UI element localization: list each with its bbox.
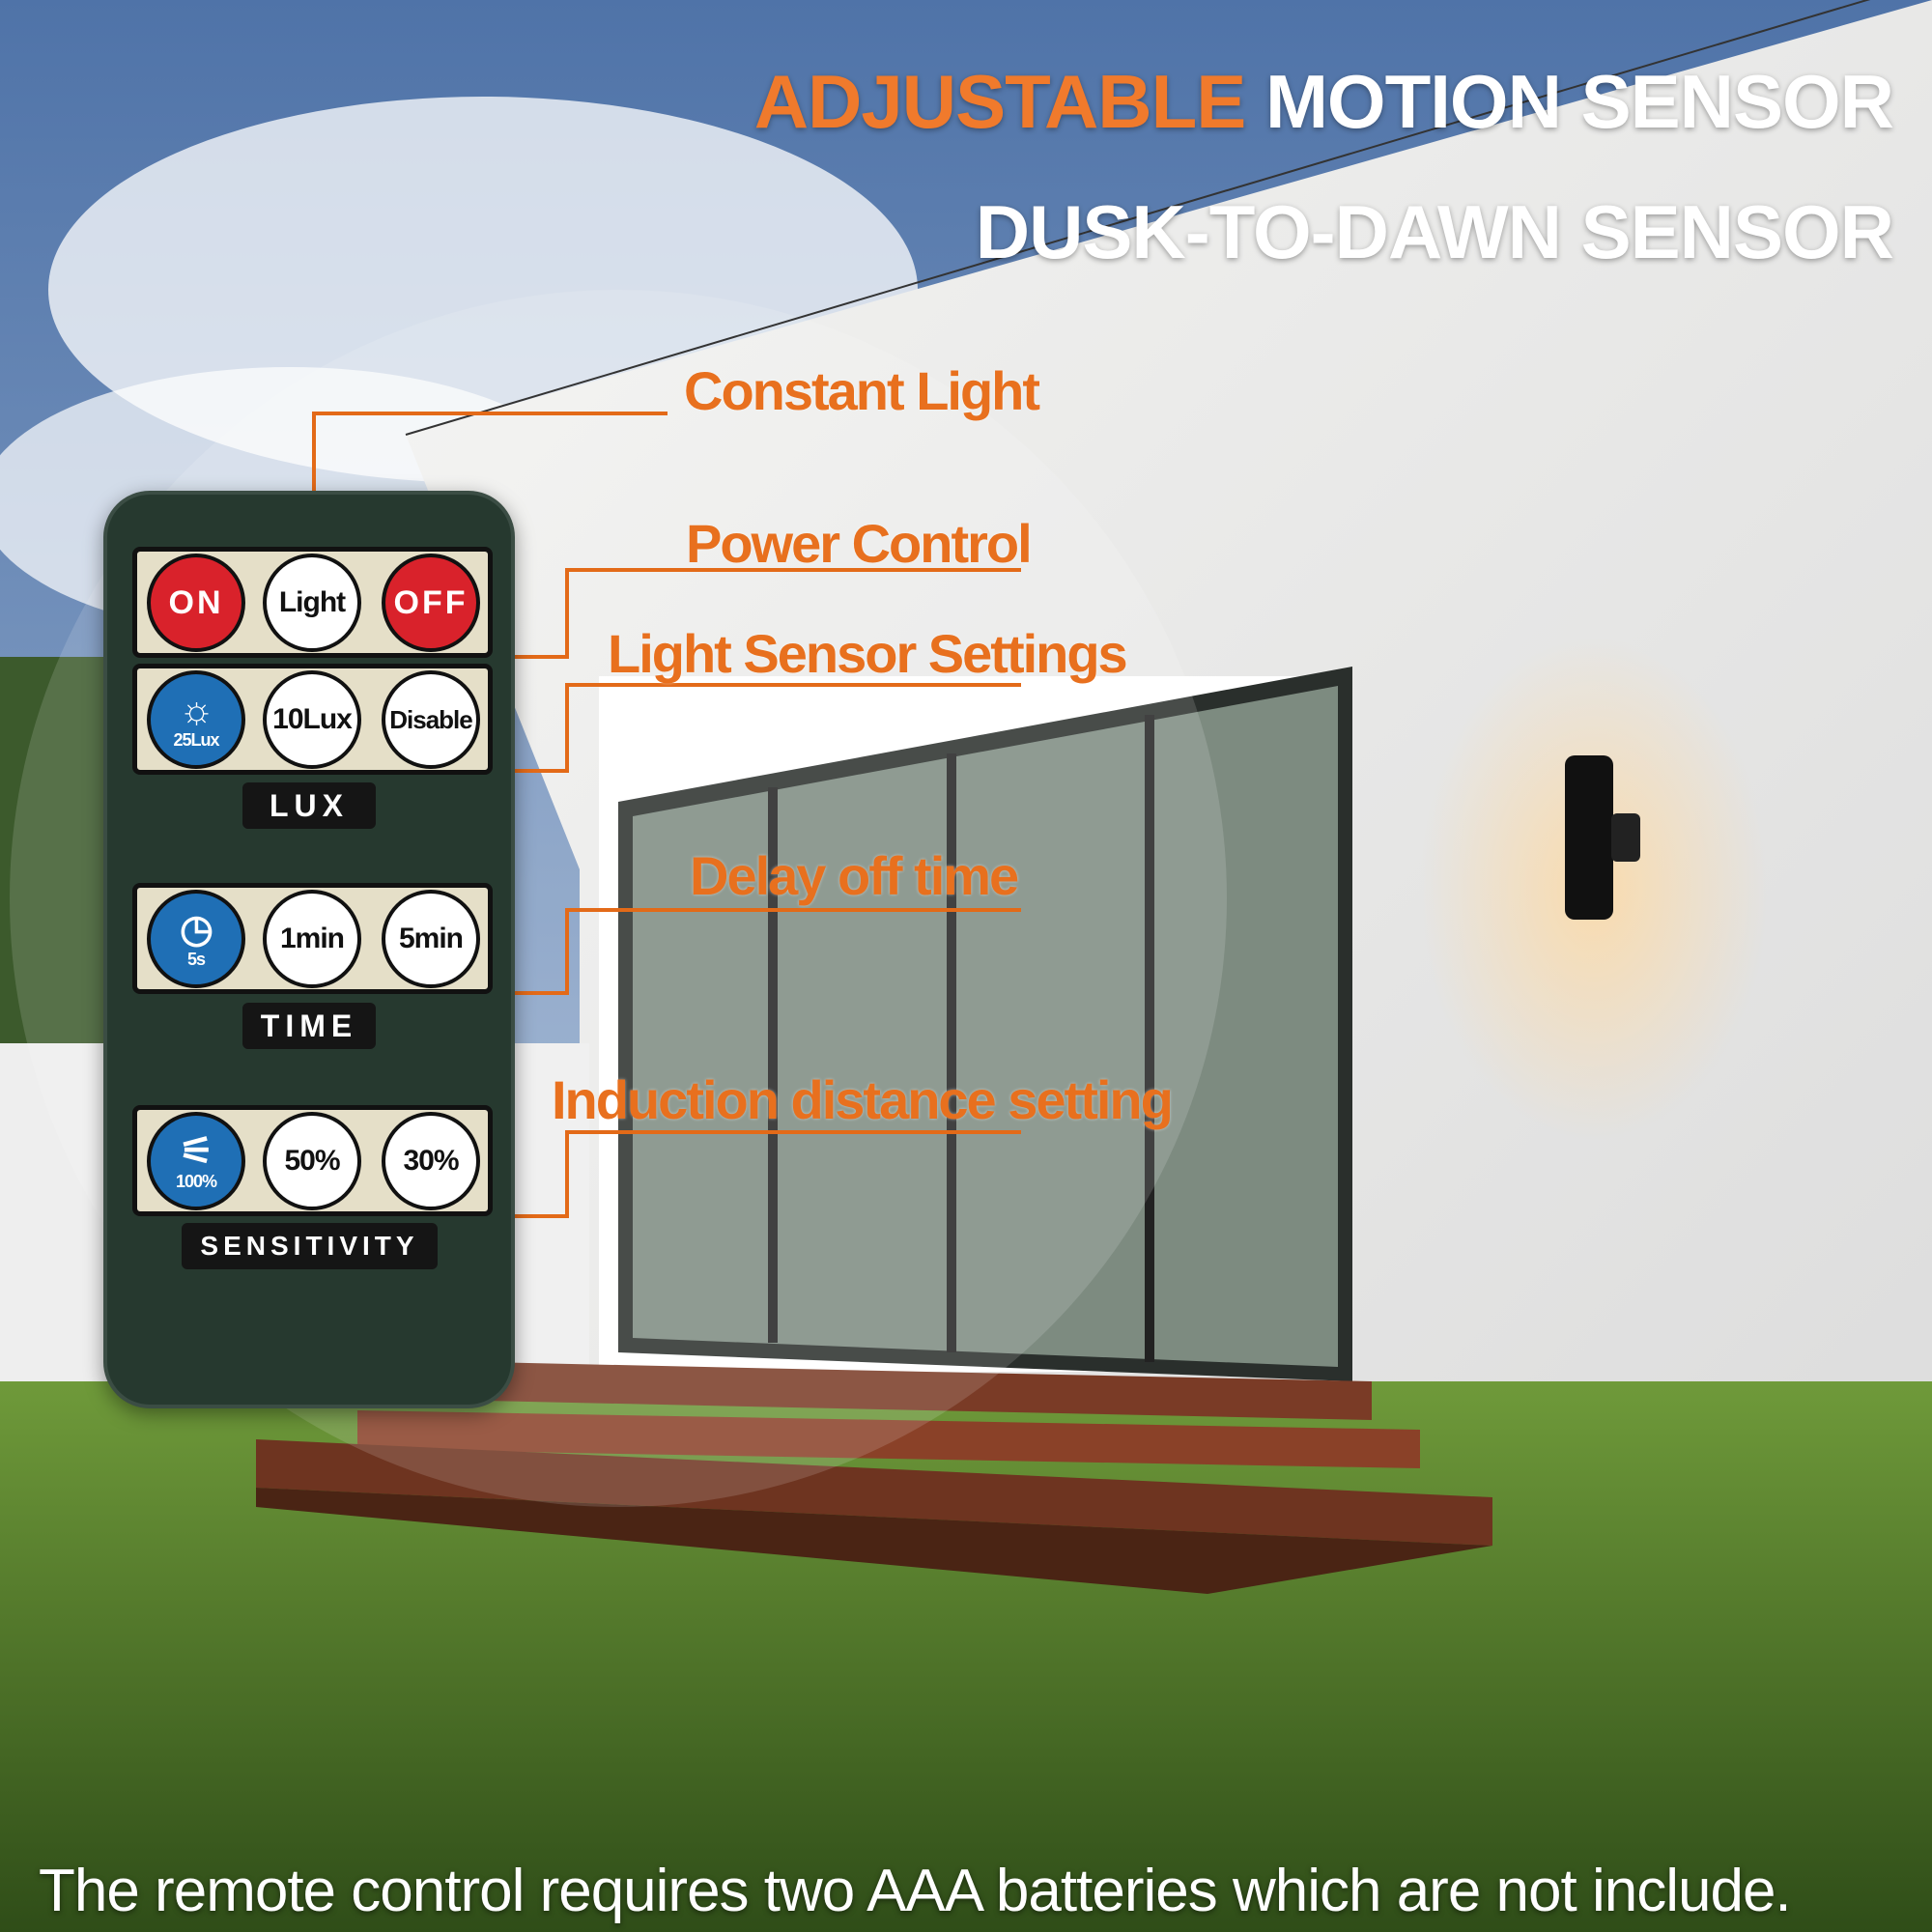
sun-icon: ☼ — [179, 688, 214, 731]
callout-line — [567, 568, 1021, 572]
remote-control: ON Light OFF ☼25Lux 10Lux Disable LUX ◷5… — [103, 491, 515, 1408]
callout-line — [565, 568, 569, 658]
on-button[interactable]: ON — [147, 554, 245, 652]
callout-light-sensor: Light Sensor Settings — [608, 623, 1128, 684]
callout-line — [565, 683, 569, 772]
time-5s-label: 5s — [186, 949, 206, 969]
battery-note: The remote control requires two AAA batt… — [39, 1858, 1792, 1924]
lux-disable-button[interactable]: Disable — [382, 670, 480, 769]
lux-10-button[interactable]: 10Lux — [263, 670, 361, 769]
sensitivity-panel: ⚟100% 50% 30% — [132, 1105, 493, 1216]
lux-25-button[interactable]: ☼25Lux — [147, 670, 245, 769]
headline-motion: ADJUSTABLE MOTION SENSOR — [753, 58, 1894, 146]
callout-line — [567, 908, 1021, 912]
motion-icon: ⚟ — [179, 1129, 214, 1173]
time-1min-button[interactable]: 1min — [263, 890, 361, 988]
time-panel: ◷5s 1min 5min — [132, 883, 493, 994]
lux-panel: ☼25Lux 10Lux Disable — [132, 664, 493, 775]
time-label: TIME — [242, 1003, 376, 1049]
lux-25-label: 25Lux — [173, 729, 219, 750]
callout-line — [565, 1130, 569, 1217]
callout-line — [567, 1130, 1021, 1134]
headline-dusk: DUSK-TO-DAWN SENSOR — [975, 189, 1894, 274]
lux-label: LUX — [242, 782, 376, 829]
time-5min-button[interactable]: 5min — [382, 890, 480, 988]
callout-constant-light: Constant Light — [684, 360, 1040, 421]
off-button[interactable]: OFF — [382, 554, 480, 652]
sens-30-button[interactable]: 30% — [382, 1112, 480, 1210]
callout-line — [312, 412, 668, 415]
callout-line — [312, 412, 316, 508]
sens-100-button[interactable]: ⚟100% — [147, 1112, 245, 1210]
time-5s-button[interactable]: ◷5s — [147, 890, 245, 988]
clock-icon: ◷ — [180, 907, 213, 951]
callout-delay: Delay off time — [690, 845, 1019, 906]
light-button[interactable]: Light — [263, 554, 361, 652]
callout-line — [567, 683, 1021, 687]
headline-accent: ADJUSTABLE — [753, 59, 1247, 144]
sensitivity-label: SENSITIVITY — [182, 1223, 438, 1269]
callout-power-control: Power Control — [686, 513, 1033, 574]
power-panel: ON Light OFF — [132, 547, 493, 658]
wall-lamp-icon — [1565, 755, 1613, 920]
headline-line1: MOTION SENSOR — [1264, 59, 1894, 144]
callout-induction: Induction distance setting — [552, 1069, 1174, 1130]
callout-line — [565, 908, 569, 993]
sens-50-button[interactable]: 50% — [263, 1112, 361, 1210]
sens-100-label: 100% — [175, 1171, 217, 1191]
